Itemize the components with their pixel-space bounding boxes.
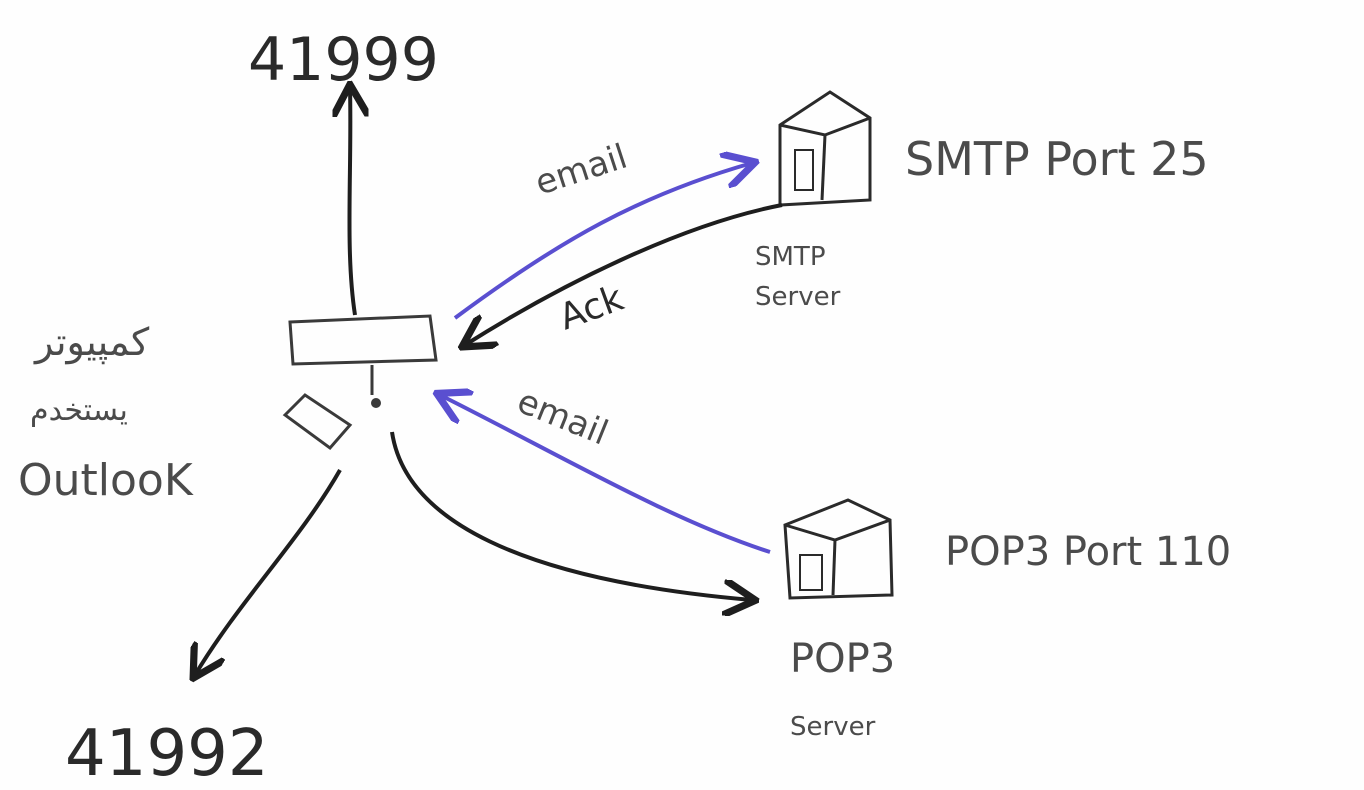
arrow-to-top-port <box>349 88 355 316</box>
pop3-server-icon <box>783 498 894 600</box>
computer-icon <box>282 314 438 451</box>
smtp-server-icon <box>778 90 872 207</box>
smtp-server-label-1: SMTP <box>755 242 826 272</box>
edge-label-email-in: email <box>512 381 614 453</box>
pop3-server-label-1: POP3 <box>790 636 895 682</box>
arrow-email-from-pop3 <box>440 395 771 554</box>
smtp-title: SMTP Port 25 <box>905 132 1209 186</box>
pop3-title: POP3 Port 110 <box>945 529 1231 575</box>
client-label-arabic-1: کمپیوتر <box>33 320 150 365</box>
client-label-arabic-2: یستخدم <box>30 393 128 428</box>
edge-label-email-out: email <box>530 137 632 204</box>
arrow-request-to-pop3 <box>390 431 752 600</box>
smtp-server-label-2: Server <box>755 282 841 312</box>
port-top-label: 41999 <box>248 25 439 95</box>
pop3-server-label-2: Server <box>790 712 876 742</box>
arrow-to-bottom-port <box>195 469 342 675</box>
arrow-ack-from-smtp <box>465 203 783 345</box>
arrow-email-to-smtp <box>453 163 752 320</box>
client-label-outlook: OutlooK <box>18 455 194 506</box>
port-bottom-label: 41992 <box>65 717 269 790</box>
